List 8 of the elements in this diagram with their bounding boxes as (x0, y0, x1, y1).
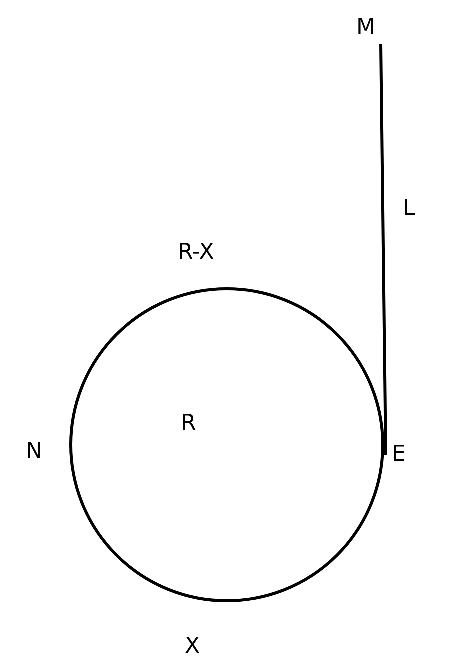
point-label: N (26, 439, 42, 465)
circle-label: R (181, 411, 196, 437)
point-label: E (387, 441, 411, 469)
circle (69, 287, 385, 603)
point-label: M (354, 14, 378, 42)
line (380, 44, 388, 456)
point-label: X (185, 634, 200, 660)
point-label: R-X (178, 240, 214, 266)
